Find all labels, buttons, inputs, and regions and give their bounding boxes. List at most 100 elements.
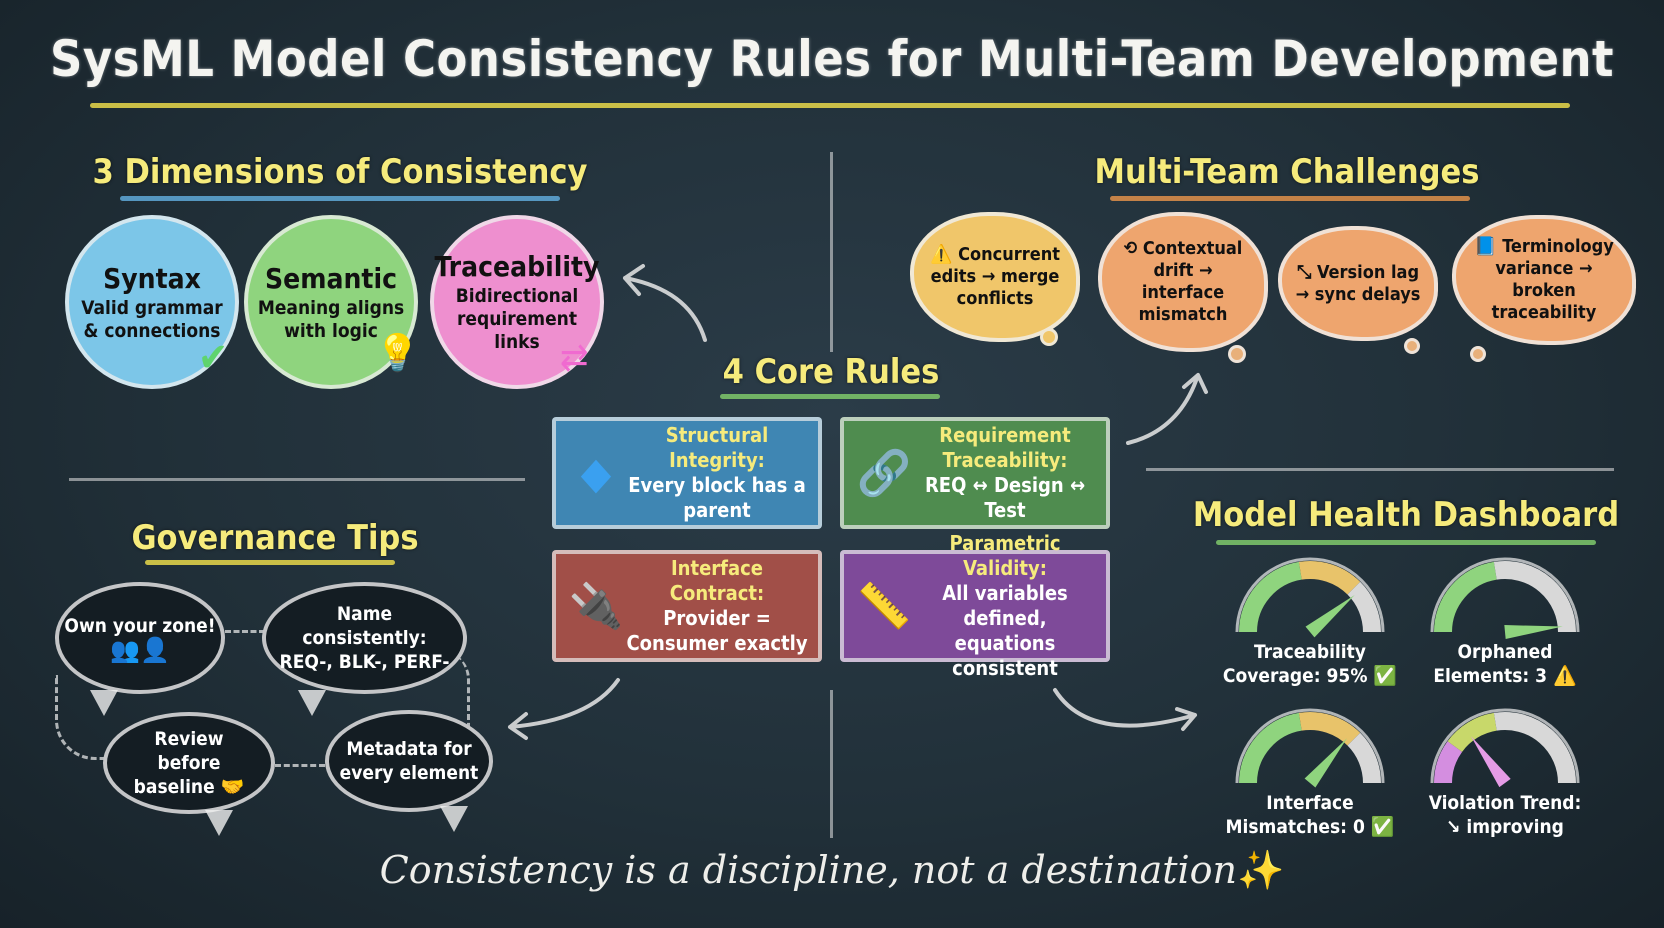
dimension-desc: Bidirectional requirement links	[455, 285, 579, 353]
core-rules-heading: 4 Core Rules	[722, 352, 940, 392]
thought-dot	[1228, 345, 1246, 363]
rule-parametric-validity: 📏 Parametric Validity:All variables defi…	[840, 531, 1110, 680]
rule-structural-integrity: ◆ Structural Integrity:Every block has a…	[552, 417, 822, 529]
dimension-title: Semantic	[264, 261, 397, 295]
diagonal-arrows-icon: ⤡	[1296, 261, 1312, 283]
rule-title: Interface Contract:	[669, 556, 765, 605]
warning-icon: ⚠️	[1553, 665, 1577, 687]
dimensions-heading: 3 Dimensions of Consistency	[92, 152, 588, 192]
check-icon: ✅	[1373, 665, 1398, 687]
dashboard-heading: Model Health Dashboard	[1192, 495, 1620, 535]
challenges-heading: Multi-Team Challenges	[1094, 152, 1480, 192]
page-title: SysML Model Consistency Rules for Multi-…	[49, 30, 1615, 88]
gauge-needle	[1305, 595, 1355, 638]
sparkle-icon: ✨	[1237, 848, 1285, 892]
challenge-text: Version lag → sync delays	[1295, 261, 1421, 305]
rule-title: Requirement Traceability:	[939, 423, 1071, 472]
check-icon: ✅	[1370, 816, 1395, 838]
challenge-text: Contextual drift → interface mismatch	[1138, 238, 1243, 325]
footer-text: Consistency is a discipline, not a desti…	[379, 848, 1238, 892]
dimension-title: Traceability	[434, 250, 600, 283]
challenge-cloud: ⤡ Version lag → sync delays	[1278, 226, 1438, 341]
footer-motto: Consistency is a discipline, not a desti…	[0, 848, 1664, 893]
horizontal-divider-right	[1146, 468, 1614, 471]
tip-bubble: Metadata for every element	[325, 710, 493, 812]
gauge-needle	[1304, 738, 1347, 788]
tip-text: Metadata for every element	[339, 738, 479, 784]
arrow-to-dimensions	[623, 264, 707, 342]
dimension-syntax: Syntax Valid grammar & connections	[65, 215, 239, 389]
rule-desc: Every block has a parent	[628, 473, 806, 522]
thought-dot	[1040, 328, 1058, 346]
gauge-label-line: Traceability	[1254, 641, 1366, 663]
vertical-divider-bottom	[830, 690, 833, 838]
arrow-to-governance	[508, 678, 620, 740]
warning-icon: ⚠️	[930, 244, 953, 265]
challenge-text: Concurrent edits → merge conflicts	[930, 244, 1060, 309]
bubble-tail	[205, 810, 233, 836]
challenges-underline	[1110, 196, 1470, 201]
gauge-label-line: Orphaned	[1457, 641, 1553, 663]
check-icon: ✔	[198, 335, 229, 381]
gauge-arc-segment	[1298, 561, 1361, 595]
tip-text: Own your zone!	[64, 615, 216, 637]
handshake-icon: 🤝	[220, 776, 245, 798]
governance-underline	[145, 560, 395, 565]
rule-interface-contract: 🔌 Interface Contract:Provider = Consumer…	[552, 550, 822, 662]
arrow-to-challenges	[1126, 373, 1208, 445]
gauge-value: Coverage: 95%	[1222, 665, 1368, 687]
gauge-value: ↘ improving	[1446, 816, 1564, 838]
lightbulb-icon: 💡	[375, 333, 420, 374]
book-icon: 📘	[1474, 236, 1497, 257]
bubble-tail	[90, 690, 118, 716]
gauge-arc-segment	[1434, 561, 1498, 633]
core-rules-underline	[720, 394, 940, 399]
dimension-traceability: Traceability Bidirectional requirement l…	[430, 215, 604, 389]
challenge-text: Terminology variance → broken traceabili…	[1491, 236, 1614, 323]
rule-requirement-traceability: 🔗 Requirement Traceability:REQ ↔ Design …	[840, 417, 1110, 529]
chain-link-icon: 🔗	[856, 448, 912, 499]
dashed-connector	[275, 764, 325, 767]
gauge-outline	[1430, 708, 1580, 784]
gauge-arc-segment	[1447, 712, 1498, 753]
gauge-arc-segment	[1493, 712, 1576, 784]
gauge-outline	[1235, 557, 1385, 633]
challenge-cloud: 📘 Terminology variance → broken traceabi…	[1452, 215, 1636, 345]
gauge-arc-segment	[1239, 561, 1303, 633]
rule-title: Structural Integrity:	[665, 423, 769, 472]
dashed-connector	[55, 675, 115, 760]
dashed-connector	[225, 630, 265, 633]
thought-dot	[1470, 346, 1486, 362]
gauge-label-violation-trend: Violation Trend:↘ improving	[1405, 791, 1605, 839]
gauge-arc-segment	[1347, 581, 1381, 633]
governance-heading: Governance Tips	[131, 518, 419, 558]
challenge-cloud: ⚠️ Concurrent edits → merge conflicts	[910, 212, 1080, 342]
dimension-semantic: Semantic Meaning aligns with logic	[244, 215, 418, 389]
gauge-value: Mismatches: 0	[1225, 816, 1365, 838]
gauge-needle	[1470, 736, 1511, 788]
drift-icon: ⟲	[1123, 238, 1138, 259]
tip-bubble: Review before baseline 🤝	[103, 712, 275, 814]
dimension-desc: Meaning aligns with logic	[257, 296, 405, 342]
gauge-label-line: Interface	[1266, 792, 1354, 814]
thought-dot	[1404, 338, 1420, 354]
team-icon: 👥👤	[110, 636, 170, 664]
diamond-icon: ◆	[580, 447, 612, 499]
title-underline	[90, 103, 1570, 108]
gauge-arc-segment	[1434, 741, 1463, 784]
gauge-value: Elements: 3	[1433, 665, 1548, 687]
dashboard-underline	[1216, 540, 1596, 545]
rule-desc: All variables defined, equations consist…	[942, 581, 1068, 680]
plug-icon: 🔌	[568, 581, 624, 632]
gauge-arc-segment	[1493, 561, 1576, 633]
arrow-to-dashboard	[1053, 688, 1197, 731]
bidirectional-arrows-icon: ⇄	[560, 335, 589, 379]
gauge-arc-segment	[1239, 712, 1303, 784]
tip-text-wrap: Review before baseline 🤝	[124, 727, 254, 799]
gauge-label-line: Violation Trend:	[1428, 792, 1582, 814]
gauge-outline	[1235, 708, 1385, 784]
tip-text: Name consistently: REQ-, BLK-, PERF-	[279, 603, 450, 673]
